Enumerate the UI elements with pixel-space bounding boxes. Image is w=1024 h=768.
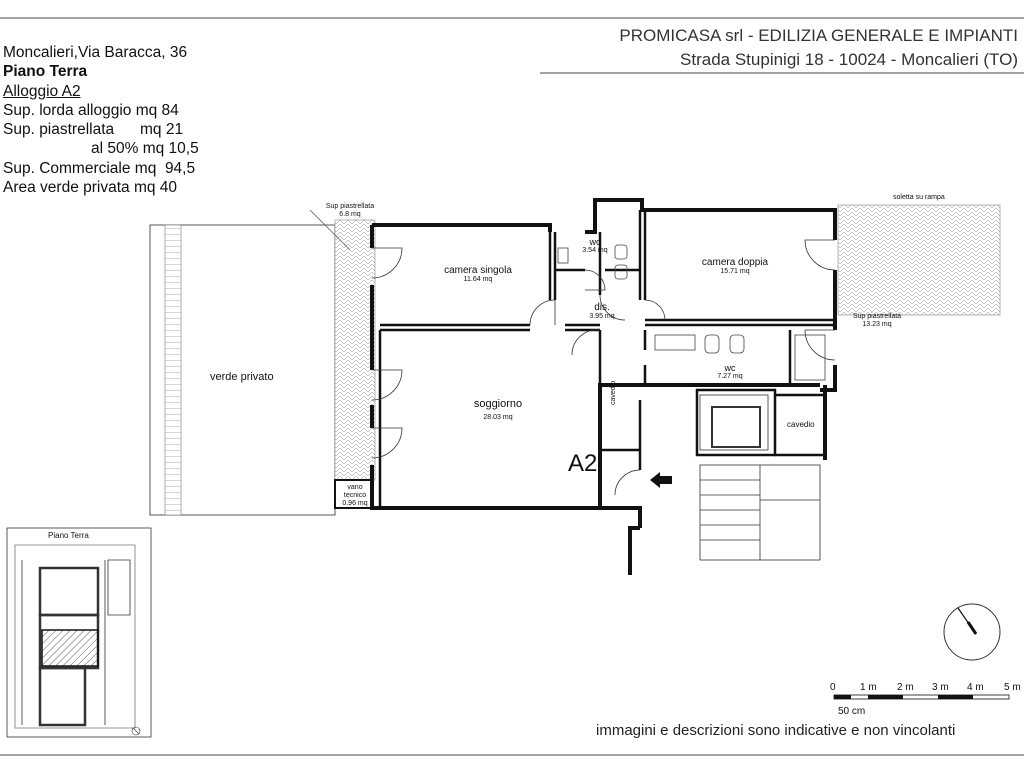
soletta-label: soletta su rampa [893,194,945,201]
wc2-label: wc 7.27 mq [710,363,750,380]
scale-label-4: 4 m [967,682,984,693]
wc1-label: wc 3.54 mq [575,237,615,254]
sup-right-area: 13.23 mq [862,321,892,328]
tiled-ramp-right [837,204,1001,316]
camera-singola-label: camera singola 11.64 mq [438,265,518,283]
scale-label-1: 1 m [860,682,877,693]
vano-tecnico-label: vano tecnico 0.96 mq [338,484,372,508]
sup-left-area: 6.8 mq [339,211,361,218]
gross-area-text: Sup. lorda alloggio mq 84 [3,101,179,119]
unit-marker: A2 [568,450,598,477]
cavedio-right-label: cavedio [787,420,815,429]
scale-label-2: 2 m [897,682,914,693]
sup-piastrellata-right-label: Sup piastrellata 13.23 mq [845,313,909,329]
sup-piastrellata-left-label: Sup piastrellata 6.8 mq [320,203,380,219]
scale-label-5: 5 m [1004,682,1021,693]
wc1-name: wc [589,237,601,247]
address-text: Moncalieri,Via Baracca, 36 [3,44,188,61]
camera-doppia-name: camera doppia [701,257,769,268]
tiled-50-text: al 50% mq 10,5 [91,140,199,158]
soggiorno-name: soggiorno [473,398,523,410]
stairs [699,394,821,561]
company-block: PROMICASA srl - EDILIZIA GENERALE E IMPI… [619,24,1018,72]
soggiorno-area: 28.03 mq [483,414,513,421]
soggiorno-label: soggiorno 28.03 mq [458,398,538,421]
disclaimer-text: immagini e descrizioni sono indicative e… [596,722,956,739]
wc2-name: wc [724,363,736,373]
diagonal-line [309,209,351,251]
vano-tecnico-name2: tecnico [343,492,367,499]
scale-label-0: 0 [830,682,836,693]
scale-label-3: 3 m [932,682,949,693]
tiled-area-text: Sup. piastrellata mq 21 [3,121,184,139]
green-area-text: Area verde privata mq 40 [3,179,178,197]
scale-sub-label: 50 cm [838,706,866,717]
company-name: PROMICASA srl - EDILIZIA GENERALE E IMPI… [619,26,1018,45]
sup-right-name: Sup piastrellata [852,313,902,320]
compass-icon [943,603,1001,661]
key-plan-highlight [41,629,99,667]
camera-doppia-area: 15.71 mq [720,268,750,275]
vano-tecnico-area: 0.96 mq [342,500,368,507]
scale-bar [833,694,1010,700]
interior-walls [378,210,835,508]
key-plan-north-icon [131,726,141,736]
apartment-info: Moncalieri,Via Baracca, 36 Piano Terra A… [3,43,199,197]
wc2-area: 7.27 mq [717,373,743,380]
floor-text: Piano Terra [3,63,88,81]
camera-doppia-label: camera doppia 15.71 mq [695,257,775,275]
dis-name: dis. [594,302,610,313]
vano-tecnico-name1: vano [347,484,363,491]
doors [371,239,836,496]
green-strip [164,224,182,516]
camera-singola-area: 11.64 mq [463,276,493,283]
key-plan-title: Piano Terra [48,531,89,540]
verde-privato-label: verde privato [210,371,274,383]
unit-text: Alloggio A2 [3,82,81,100]
sup-left-name: Sup piastrellata [325,203,375,210]
fixtures [557,244,826,381]
company-address: Strada Stupinigi 18 - 10024 - Moncalieri… [680,50,1018,69]
vano-tecnico-box [334,479,373,509]
entry-arrow-icon [650,472,672,488]
camera-singola-name: camera singola [444,265,512,276]
commercial-area-text: Sup. Commerciale mq 94,5 [3,159,196,177]
dis-area: 3.95 mq [589,313,615,320]
wc1-area: 3.54 mq [582,247,608,254]
dis-label: dis. 3.95 mq [582,302,622,320]
